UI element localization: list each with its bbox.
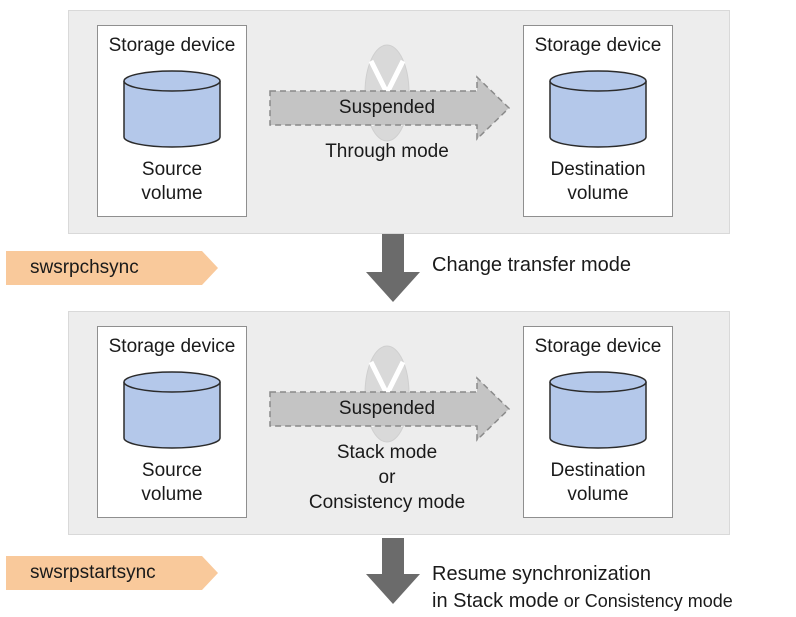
stage2-panel: Storage device Source volume Suspended S…	[68, 311, 730, 535]
down-arrow-icon	[366, 538, 420, 604]
transfer-status-label: Suspended	[338, 398, 436, 419]
destination-volume-label-line2: volume	[567, 183, 629, 204]
source-volume-cylinder-icon	[123, 371, 221, 449]
transfer-mode-label: Stack mode or Consistency mode	[279, 440, 495, 515]
transfer-mode-line2: or	[378, 467, 396, 488]
transfer-mode-line1: Stack mode	[336, 442, 438, 463]
step2-caption-line2: in Stack mode or Consistency mode	[432, 588, 733, 615]
storage-device-title: Storage device	[108, 336, 236, 357]
source-volume-label: Source volume	[98, 158, 246, 206]
step2-caption-or: or	[558, 591, 585, 611]
source-storage-device: Storage device Source volume	[97, 25, 247, 217]
destination-volume-label-line1: Destination	[550, 460, 646, 481]
destination-volume-label-line1: Destination	[550, 159, 646, 180]
destination-volume-cylinder-icon	[549, 70, 647, 148]
destination-volume-cylinder-icon	[549, 371, 647, 449]
transfer-mode-line3: Consistency mode	[308, 492, 466, 513]
destination-storage-device: Storage device Destination volume	[523, 25, 673, 217]
storage-device-title: Storage device	[534, 35, 662, 56]
source-volume-label-line1: Source	[141, 159, 203, 180]
command-tag-shape	[6, 556, 218, 590]
step2-caption-consistency-mode: Consistency mode	[584, 591, 733, 611]
transfer-status-label: Suspended	[338, 97, 436, 118]
storage-device-title: Storage device	[108, 35, 236, 56]
source-storage-device: Storage device Source volume	[97, 326, 247, 518]
source-volume-label-line1: Source	[141, 460, 203, 481]
command-tag-shape	[6, 251, 218, 285]
destination-storage-device: Storage device Destination volume	[523, 326, 673, 518]
command-label: swsrpchsync	[30, 257, 139, 278]
stage1-panel: Storage device Source volume Suspended T…	[68, 10, 730, 234]
step1-caption: Change transfer mode	[432, 254, 632, 276]
step2-caption-line1: Resume synchronization	[432, 563, 651, 585]
storage-device-title: Storage device	[534, 336, 662, 357]
source-volume-label-line2: volume	[141, 183, 203, 204]
source-volume-label-line2: volume	[141, 484, 203, 505]
transfer-arrow	[269, 75, 511, 141]
suspended-link	[269, 44, 511, 142]
step2-caption-stack-mode: in Stack mode	[432, 590, 559, 612]
source-volume-cylinder-icon	[123, 70, 221, 148]
step2-caption: Resume synchronization in Stack mode or …	[432, 561, 733, 615]
transfer-mode-label: Through mode	[325, 141, 449, 162]
down-arrow-icon	[366, 234, 420, 302]
source-volume-label: Source volume	[98, 459, 246, 507]
destination-volume-label: Destination volume	[524, 459, 672, 507]
transfer-arrow	[269, 376, 511, 442]
destination-volume-label: Destination volume	[524, 158, 672, 206]
command-label: swsrpstartsync	[30, 562, 156, 583]
destination-volume-label-line2: volume	[567, 484, 629, 505]
suspended-link	[269, 345, 511, 443]
